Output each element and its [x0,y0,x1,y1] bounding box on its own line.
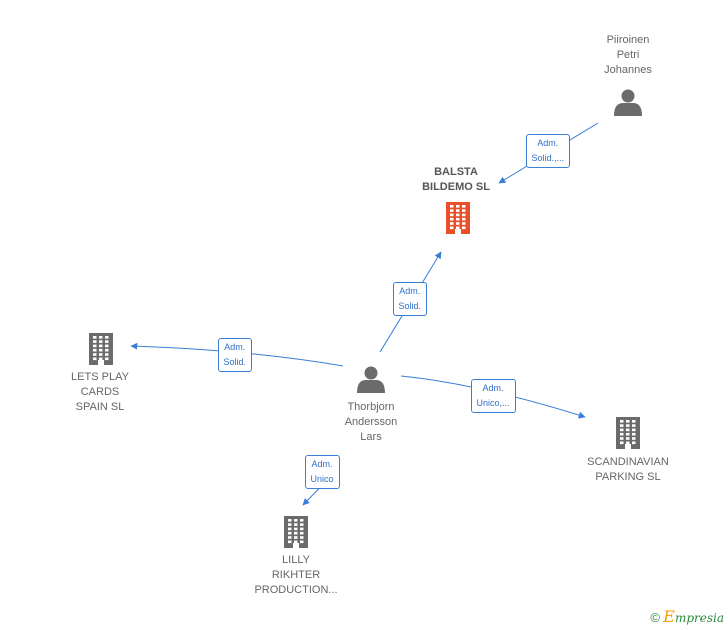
building-icon[interactable] [616,417,640,449]
node-label-line: BALSTA [434,166,478,178]
brand-name: mpresia [674,611,724,625]
building-icon[interactable] [284,516,308,548]
node-label-line: BILDEMO SL [422,181,490,193]
node-label-line: CARDS [80,386,120,398]
edge-label-line: Adm. [482,383,504,393]
person-icon[interactable] [614,89,642,117]
edge-label-piiroinen-to-balsta[interactable]: Adm. Solid.,... [525,134,571,168]
node-label-line: PARKING SL [595,471,661,483]
building-icon[interactable] [89,333,113,365]
node-label-line: SPAIN SL [75,401,125,413]
node-label-line: LILLY [282,554,310,566]
node-label-line: Lars [360,431,382,443]
edge-label-line: Adm. [399,286,421,296]
edge-label-line: Adm. [537,138,559,148]
edge-label-line: Solid.,... [531,153,565,163]
person-icon[interactable] [357,366,385,394]
node-label-line: RIKHTER [271,569,321,581]
edge-label-line: Solid. [398,301,422,311]
node-label-line: Johannes [604,64,652,76]
edge-label-line: Solid. [223,357,247,367]
node-label-line: SCANDINAVIAN [587,456,669,468]
edge-label-thorbjorn-to-balsta[interactable]: Adm. Solid. [392,282,428,316]
node-label-balsta[interactable]: BALSTA BILDEMO SL [386,165,526,195]
building-icon[interactable] [446,202,470,234]
empresia-logo: © Empresia [650,607,724,626]
node-label-line: Petri [616,49,640,61]
edge-label-line: Adm. [224,342,246,352]
brand-initial: E [663,607,675,626]
node-label-lets-play[interactable]: LETS PLAY CARDS SPAIN SL [30,370,170,415]
edge-label-thorbjorn-to-lilly[interactable]: Adm. Unico [304,455,340,489]
edge-label-line: Adm. [311,459,333,469]
copyright-symbol: © [650,610,660,625]
edge-label-thorbjorn-to-scandinavian[interactable]: Adm. Unico,... [470,379,516,413]
edge-label-line: Unico,... [476,398,510,408]
node-label-line: LETS PLAY [71,371,129,383]
node-label-scandinavian[interactable]: SCANDINAVIAN PARKING SL [558,455,698,485]
node-label-lilly[interactable]: LILLY RIKHTER PRODUCTION... [226,553,366,598]
edge-label-line: Unico [310,474,334,484]
node-label-line: Thorbjorn [347,401,395,413]
node-label-line: Piiroinen [606,34,650,46]
node-label-line: PRODUCTION... [254,584,338,596]
node-label-line: Andersson [344,416,398,428]
edge-label-thorbjorn-to-lets-play[interactable]: Adm. Solid. [217,338,253,372]
